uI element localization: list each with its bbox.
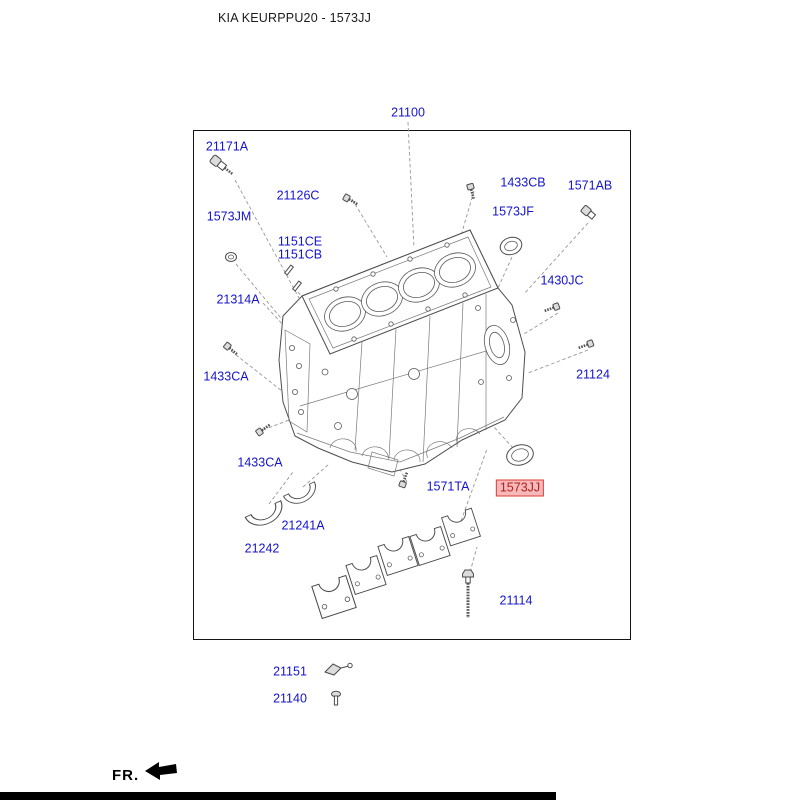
part-label-21126c[interactable]: 21126C [276, 188, 320, 203]
dowel-pin-icon-1151ce [283, 264, 295, 276]
bolt-icon-1433ca-lower [254, 420, 274, 438]
seal-ring-icon-1573jj [506, 444, 534, 466]
front-face-details [296, 294, 511, 477]
bolt-icon-21124 [575, 338, 596, 353]
clip-icon-21151 [324, 662, 353, 676]
bottom-bar [0, 792, 556, 800]
part-icons [209, 154, 597, 706]
bearing-cap-icon-5 [441, 507, 481, 547]
front-direction-label: FR. [112, 767, 140, 784]
page-title: KIA KEURPPU20 - 1573JJ [218, 11, 372, 25]
part-label-21314a[interactable]: 21314A [216, 292, 260, 307]
part-label-21100[interactable]: 21100 [391, 105, 425, 120]
bolt-icon-1430jc [541, 301, 562, 316]
part-label-1430jc[interactable]: 1430JC [540, 273, 584, 288]
bolt-icon-1433ca-left [221, 340, 241, 359]
bearing-cap-icon-1 [311, 574, 357, 620]
cylinder-bores [324, 252, 476, 332]
right-side-details [475, 305, 516, 385]
part-label-21124[interactable]: 21124 [576, 367, 610, 382]
screw-icon-21140 [331, 690, 341, 706]
part-label-1573jj-highlighted[interactable]: 1573JJ [495, 479, 545, 497]
engine-block-drawing [278, 229, 526, 477]
bearing-shell-icon-21241a [283, 481, 321, 509]
part-label-1433cb[interactable]: 1433CB [500, 175, 546, 190]
bolt-icon-1571ta [397, 469, 412, 490]
part-label-21140[interactable]: 21140 [273, 691, 307, 706]
part-label-1571ab[interactable]: 1571AB [567, 178, 613, 193]
part-label-21171a[interactable]: 21171A [205, 139, 249, 154]
sensor-fitting-icon [209, 154, 234, 176]
part-label-21114[interactable]: 21114 [499, 593, 533, 608]
part-label-1573jm[interactable]: 1573JM [206, 209, 252, 224]
front-direction-arrow-icon [145, 762, 177, 780]
bearing-cap-icon-2 [345, 555, 387, 595]
long-bolt-icon-21114 [462, 569, 474, 618]
cap-plug-icon-1573jm [225, 252, 237, 262]
part-label-21242[interactable]: 21242 [244, 541, 280, 556]
part-label-1571ta[interactable]: 1571TA [426, 479, 470, 494]
part-label-21241a[interactable]: 21241A [281, 518, 325, 533]
deck-holes [333, 242, 468, 342]
dowel-pin-icon-1151cb [291, 280, 303, 292]
part-label-21151[interactable]: 21151 [273, 664, 307, 679]
part-label-1433ca-left[interactable]: 1433CA [203, 369, 249, 384]
part-label-1151cb[interactable]: 1151CB [277, 247, 323, 262]
plug-icon-1571ab [580, 205, 597, 220]
part-label-1573jf[interactable]: 1573JF [492, 204, 534, 219]
bolt-icon-21126c [341, 192, 361, 209]
left-flange-plate [284, 329, 311, 433]
cap-plug-icon-1573jf [499, 236, 523, 256]
part-label-1433ca-lower[interactable]: 1433CA [237, 455, 283, 470]
part-label-1151ce[interactable]: 1151CE [277, 234, 323, 249]
